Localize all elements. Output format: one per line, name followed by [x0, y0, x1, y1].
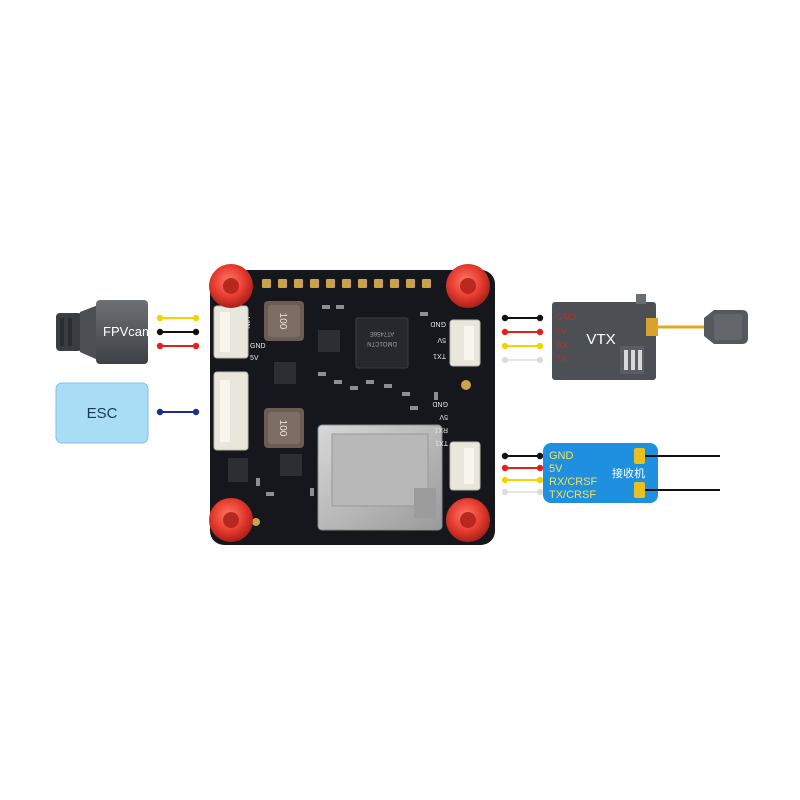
receiver-name: 接收机 [612, 466, 645, 480]
esc-wire [156, 408, 200, 416]
inductor-mark-top: 100 [277, 313, 288, 330]
vtx-pin-gnd: GND [556, 312, 577, 322]
vtx-pin-rx: RX [556, 340, 569, 350]
inductor-mark-bottom: 100 [277, 420, 288, 437]
pad-5v-right-top: 5V [437, 336, 446, 343]
esc-label: ESC [87, 405, 118, 422]
camera-icon [56, 300, 148, 364]
esc-box [55, 382, 149, 444]
receiver-5v: 5V [549, 463, 563, 475]
vtx-pin-5v: 5V [556, 326, 567, 336]
pad-5v-right-bottom: 5V [439, 413, 448, 420]
mount-grommets [209, 264, 490, 542]
antenna-icon [704, 310, 748, 344]
vtx-module [552, 294, 708, 380]
receiver-wires [501, 452, 544, 496]
receiver-rx-crsf: RX/CRSF [549, 476, 598, 488]
flight-controller-board [210, 270, 495, 545]
vtx-label: VTX [586, 331, 615, 348]
chip-text-1: AT7456E [370, 330, 395, 336]
receiver-tx-crsf: TX/CRSF [549, 489, 596, 501]
chip-text-2: DMO1CTN [367, 340, 397, 346]
camera-wires [156, 314, 200, 350]
camera-label: FPVcam [103, 324, 153, 339]
receiver-module [543, 443, 720, 503]
vtx-wires [501, 314, 544, 364]
pad-gnd-right-top: GND [430, 320, 446, 327]
pad-gnd-right-bottom: GND [432, 400, 448, 407]
vtx-pin-tx: TX [556, 354, 568, 364]
pad-tx1-right-top: TX1 [433, 352, 446, 359]
pad-tx1-right-bottom: TX1 [435, 439, 448, 446]
receiver-gnd: GND [549, 450, 574, 462]
pad-vin: VIN [243, 317, 250, 329]
pad-gnd-left: GND [250, 343, 266, 350]
pad-5v-left: 5V [250, 355, 259, 362]
pad-rx1-right-bottom: RX1 [434, 426, 448, 433]
